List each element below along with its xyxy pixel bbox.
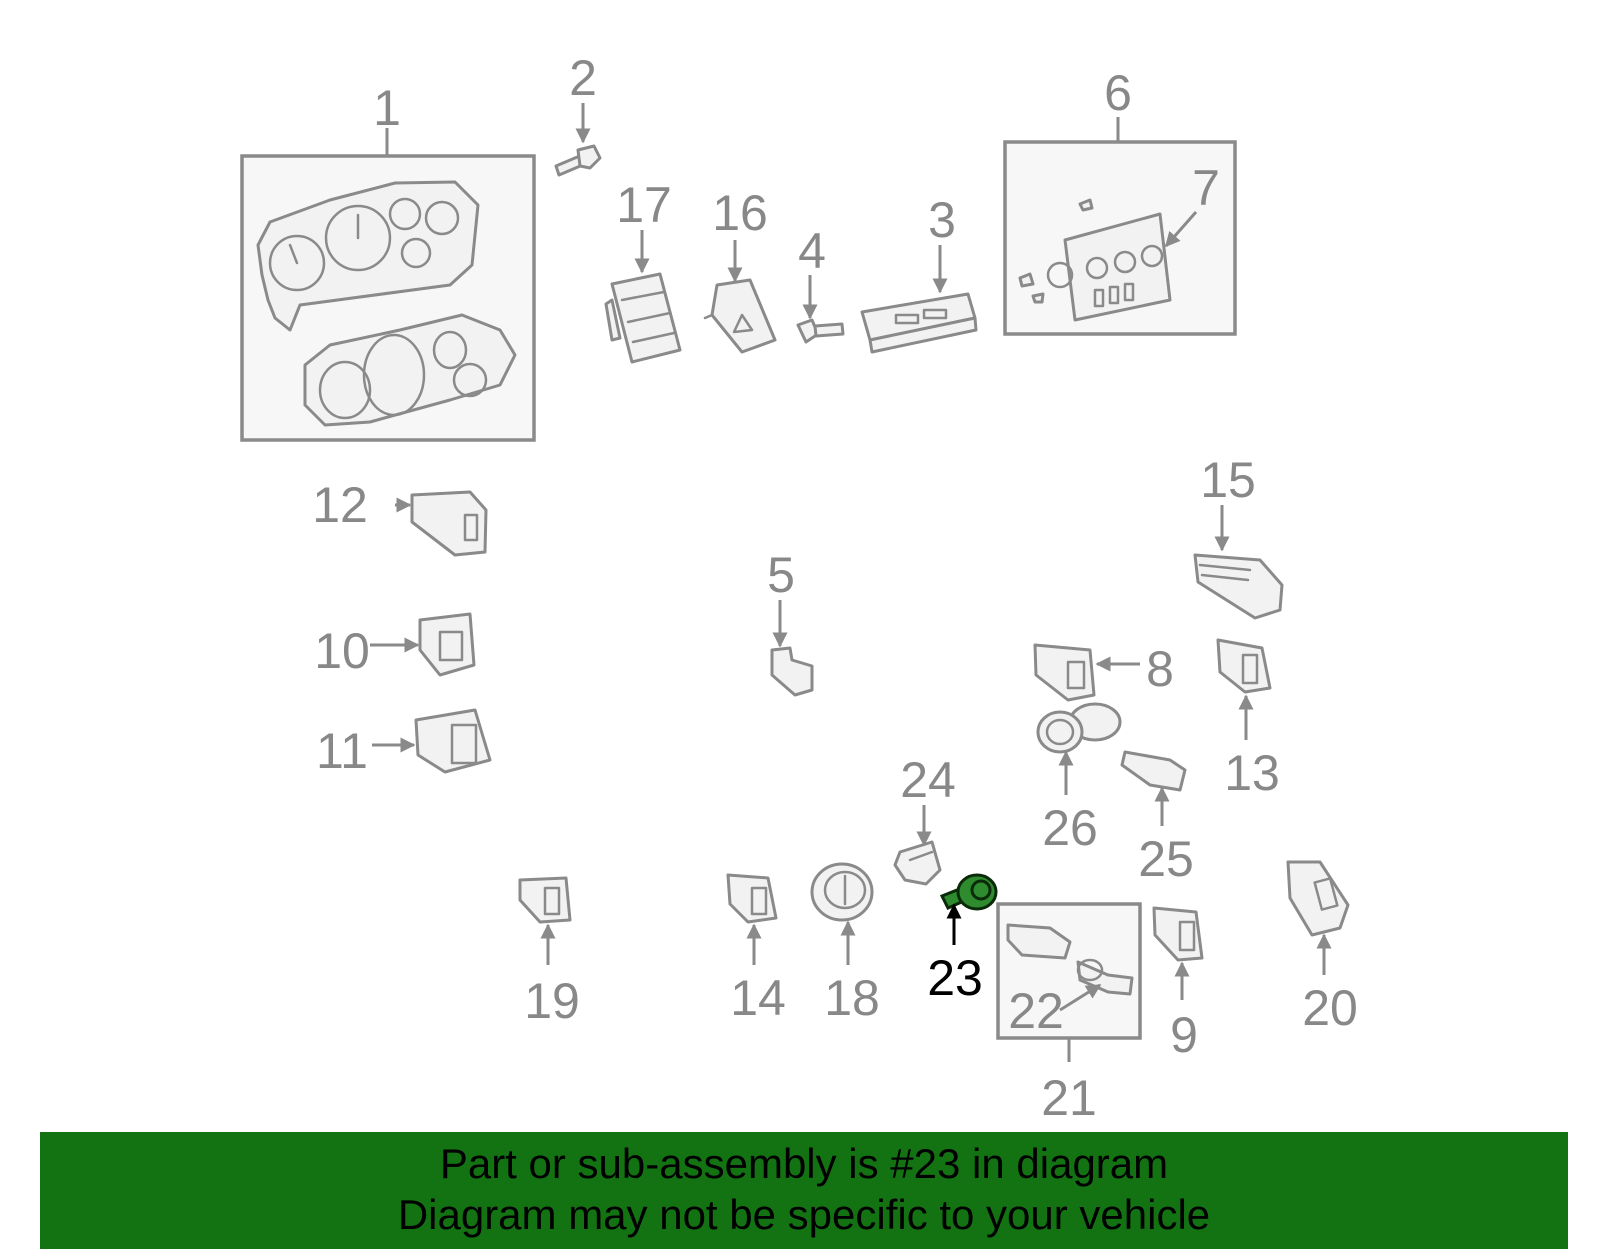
part-14-switch[interactable] — [726, 873, 778, 924]
part-16-hazard-switch[interactable] — [703, 278, 777, 354]
part-19-switch[interactable] — [518, 876, 572, 924]
callout-24: 24 — [900, 752, 956, 808]
callout-6: 6 — [1104, 65, 1132, 121]
callout-23: 23 — [927, 950, 983, 1006]
part-2-screw[interactable] — [554, 144, 602, 177]
leader-22 — [1059, 983, 1102, 1012]
part-13-switch[interactable] — [1216, 638, 1272, 694]
callout-25: 25 — [1138, 831, 1194, 887]
callout-16: 16 — [712, 185, 768, 241]
part-3-switch-panel[interactable] — [860, 292, 978, 354]
callout-3: 3 — [928, 192, 956, 248]
callout-14: 14 — [730, 970, 786, 1026]
part-8-switch[interactable] — [1033, 643, 1096, 702]
callout-17: 17 — [616, 177, 672, 233]
part-21-assembly[interactable] — [996, 902, 1142, 1040]
part-9-switch[interactable] — [1152, 906, 1204, 962]
part-18-knob[interactable] — [810, 862, 874, 922]
part-4-bolt[interactable] — [796, 318, 845, 344]
part-6-climate-control[interactable] — [1003, 140, 1237, 336]
callout-22: 22 — [1008, 983, 1064, 1039]
callout-4: 4 — [798, 223, 826, 279]
part-1-instrument-cluster[interactable] — [240, 154, 536, 442]
callout-5: 5 — [767, 547, 795, 603]
callout-11: 11 — [316, 723, 368, 779]
callout-9: 9 — [1170, 1007, 1198, 1063]
callout-20: 20 — [1302, 980, 1358, 1036]
banner-line-part: Part or sub-assembly is #23 in diagram — [439, 1140, 1169, 1187]
part-25-bulb[interactable] — [1120, 750, 1187, 792]
callout-7: 7 — [1192, 160, 1220, 216]
part-15-switch[interactable] — [1193, 553, 1284, 620]
part-11-switch[interactable] — [414, 708, 492, 774]
part-24-socket[interactable] — [893, 840, 942, 886]
callout-18: 18 — [824, 970, 880, 1026]
callout-2: 2 — [569, 50, 597, 106]
notice-banner: Part or sub-assembly is #23 in diagram D… — [40, 1132, 1568, 1249]
callout-13: 13 — [1224, 745, 1280, 801]
leader-7 — [1164, 211, 1198, 248]
part-5-clip[interactable] — [770, 646, 814, 697]
part-10-switch[interactable] — [418, 612, 476, 677]
part-17-switch[interactable] — [604, 272, 682, 364]
callout-10: 10 — [314, 623, 370, 679]
banner-line-disclaimer: Diagram may not be specific to your vehi… — [397, 1191, 1211, 1238]
callout-26: 26 — [1042, 800, 1098, 856]
callout-19: 19 — [524, 973, 580, 1029]
part-26-ring[interactable] — [1036, 702, 1122, 754]
part-20-switch[interactable] — [1286, 860, 1350, 937]
callout-8: 8 — [1146, 641, 1174, 697]
callout-12: 12 — [312, 477, 368, 533]
part-12-switch[interactable] — [410, 490, 488, 557]
part-23-highlighted-bulb-socket[interactable] — [939, 873, 998, 911]
callout-1: 1 — [373, 80, 401, 136]
callout-15: 15 — [1200, 452, 1256, 508]
callout-21: 21 — [1041, 1070, 1097, 1126]
